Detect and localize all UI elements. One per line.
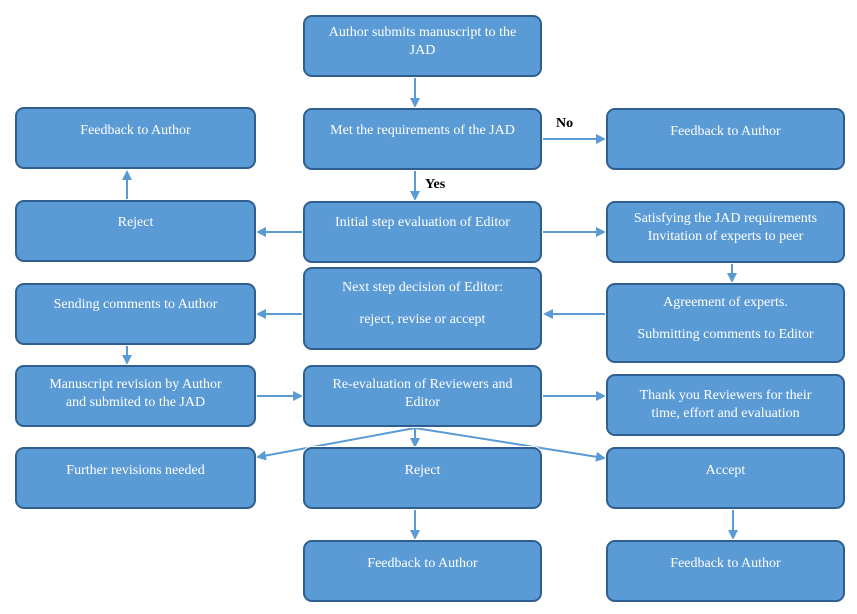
node-feedback-no: Feedback to Author <box>606 108 845 170</box>
node-further-revisions: Further revisions needed <box>15 447 256 509</box>
node-satisfying-line-1: Satisfying the JAD requirements <box>633 211 818 226</box>
arrow-reevaluation-to-further <box>256 427 416 461</box>
node-further-revisions-label: Further revisions needed <box>66 463 205 478</box>
node-next-step-line-2: reject, revise or accept <box>359 312 486 327</box>
node-thank-you-line-1: Thank you Reviewers for their <box>639 388 812 403</box>
node-author-submits-line-1: Author submits manuscript to the <box>328 25 517 40</box>
node-manuscript-revision-line-2: and submited to the JAD <box>65 395 206 410</box>
node-feedback-no-label: Feedback to Author <box>670 124 781 139</box>
node-thank-you-reviewers: Thank you Reviewers for their time, effo… <box>606 374 845 436</box>
node-initial-evaluation-label: Initial step evaluation of Editor <box>335 215 510 230</box>
node-agreement-of-experts: Agreement of experts. Submitting comment… <box>606 283 845 363</box>
node-accept: Accept <box>606 447 845 509</box>
node-satisfying-requirements: Satisfying the JAD requirements Invitati… <box>606 201 845 263</box>
node-reject-bottom: Reject <box>303 447 542 509</box>
node-feedback-reject-top: Feedback to Author <box>15 107 256 169</box>
node-author-submits: Author submits manuscript to the JAD <box>303 15 542 77</box>
node-feedback-accept-label: Feedback to Author <box>670 556 781 571</box>
node-sending-comments-label: Sending comments to Author <box>53 297 218 312</box>
edge-label-no: No <box>556 116 574 131</box>
node-reject-top: Reject <box>15 200 256 262</box>
node-sending-comments: Sending comments to Author <box>15 283 256 345</box>
arrow-reevaluation-to-accept <box>414 427 606 462</box>
node-met-requirements-label: Met the requirements of the JAD <box>330 123 515 138</box>
node-initial-evaluation: Initial step evaluation of Editor <box>303 201 542 263</box>
node-feedback-reject-bottom: Feedback to Author <box>303 540 542 602</box>
node-thank-you-line-2: time, effort and evaluation <box>651 406 800 421</box>
node-re-evaluation-line-2: Editor <box>405 395 440 410</box>
edge-label-yes: Yes <box>425 177 446 192</box>
node-re-evaluation-line-1: Re-evaluation of Reviewers and <box>332 377 513 392</box>
node-reject-bottom-label: Reject <box>404 463 441 478</box>
node-next-step-decision: Next step decision of Editor: reject, re… <box>303 267 542 350</box>
node-met-requirements: Met the requirements of the JAD <box>303 108 542 170</box>
node-satisfying-line-2: Invitation of experts to peer <box>647 229 804 244</box>
node-next-step-line-1: Next step decision of Editor: <box>342 280 503 295</box>
node-author-submits-line-2: JAD <box>409 43 436 58</box>
node-agreement-line-1: Agreement of experts. <box>663 295 788 310</box>
node-feedback-reject-bottom-label: Feedback to Author <box>367 556 478 571</box>
node-feedback-reject-top-label: Feedback to Author <box>80 123 191 138</box>
node-feedback-accept: Feedback to Author <box>606 540 845 602</box>
node-accept-label: Accept <box>705 463 746 478</box>
node-agreement-line-2: Submitting comments to Editor <box>637 327 814 342</box>
node-manuscript-revision: Manuscript revision by Author and submit… <box>15 365 256 427</box>
node-manuscript-revision-line-1: Manuscript revision by Author <box>49 377 222 392</box>
node-re-evaluation: Re-evaluation of Reviewers and Editor <box>303 365 542 427</box>
node-reject-top-label: Reject <box>117 215 154 230</box>
